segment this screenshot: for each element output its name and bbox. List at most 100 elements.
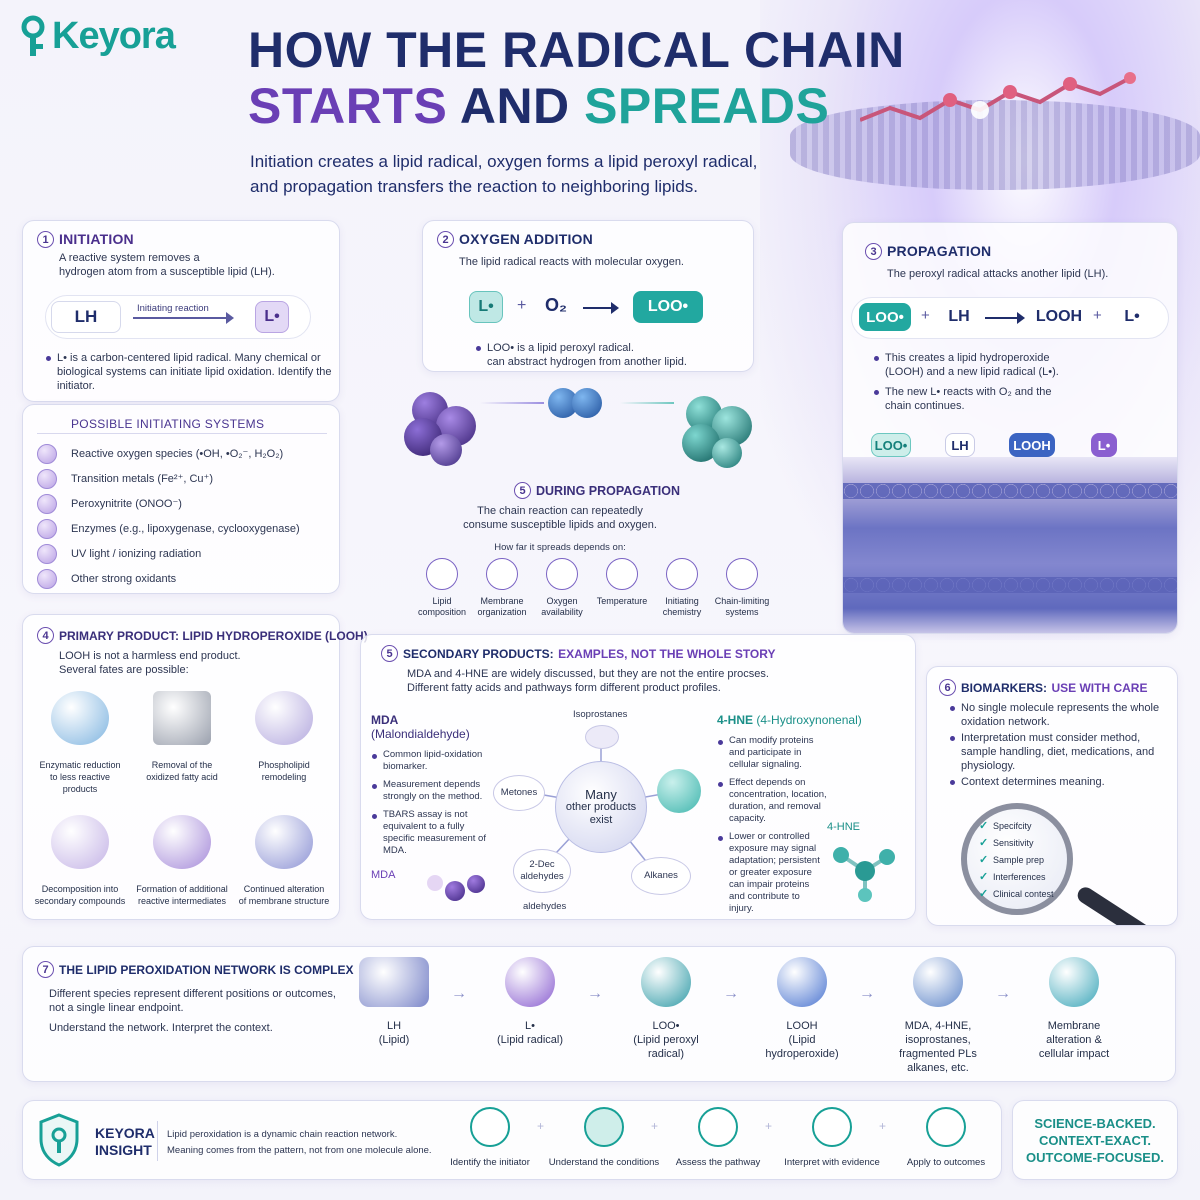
flow-arrow-icon: → <box>451 985 467 1002</box>
arrow-to-oxygen <box>480 402 544 404</box>
membrane-bilayer-illustration <box>843 457 1177 633</box>
uv-light-icon <box>37 543 57 564</box>
tagline-box: SCIENCE-BACKED. CONTEXT-EXACT. OUTCOME-F… <box>1012 1100 1178 1180</box>
insight-step: Interpret with evidence <box>775 1107 889 1168</box>
step-number: 1 <box>37 231 54 249</box>
l-radical-chip: L• <box>255 301 289 333</box>
target-icon <box>470 1107 510 1147</box>
membrane-tag-l: L• <box>1091 433 1117 457</box>
insight-bar: KEYORA INSIGHT Lipid peroxidation is a d… <box>22 1100 1002 1180</box>
lh-chip: LH <box>51 301 121 333</box>
initiating-system-item: Peroxynitrite (ONOO⁻) <box>37 491 337 516</box>
insight-step: Understand the conditions <box>547 1107 661 1168</box>
title-line-1: HOW THE RADICAL CHAIN <box>248 22 905 78</box>
flow-arrow-icon: → <box>723 985 739 1002</box>
mda-panel: MDA (Malondialdehyde) Common lipid-oxida… <box>371 713 491 881</box>
checkmark-icon: ✓ <box>979 854 989 866</box>
checkmark-icon: ✓ <box>979 837 989 849</box>
checklist-item: ✓Specifcity <box>979 820 1032 832</box>
hne-molecule-illustration <box>831 835 901 905</box>
decomposition-molecule-icon <box>51 815 109 869</box>
insight-steps: Identify the initiator +Understand the co… <box>433 1105 1003 1179</box>
biomarker-checklist: ✓Specifcity✓Sensitivity✓Sample prep✓Inte… <box>979 817 1071 902</box>
mda-molecule-label: MDA <box>371 869 396 881</box>
insight-step: Apply to outcomes <box>889 1107 1003 1168</box>
initiating-system-item: Transition metals (Fe²⁺, Cu⁺) <box>37 466 337 491</box>
lipid-radical-molecule-icon <box>505 957 555 1007</box>
key-logo-icon <box>21 15 45 56</box>
metal-ion-icon <box>37 468 57 489</box>
alkanes-node: Alkanes <box>631 857 691 895</box>
membrane-tag-lh: LH <box>945 433 975 457</box>
magnifying-glass-icon: ✓Specifcity✓Sensitivity✓Sample prep✓Inte… <box>961 803 1167 925</box>
secondary-products-icon <box>913 957 963 1007</box>
oxygen-addition-title: OXYGEN ADDITION <box>459 231 593 247</box>
membrane-lipid-icon <box>359 957 429 1007</box>
hne-panel: 4-HNE (4-Hydroxynonenal) Can modify prot… <box>717 713 862 914</box>
plus-separator-icon: + <box>651 1119 659 1133</box>
membrane-illustration-top <box>790 100 1200 190</box>
purple-molecule-cluster <box>382 376 502 476</box>
title-line-2: STARTS AND SPREADS <box>248 78 830 134</box>
initiating-systems-title: POSSIBLE INITIATING SYSTEMS <box>71 417 265 431</box>
molecule-icon <box>426 558 458 590</box>
shield-logo-icon <box>37 1113 81 1167</box>
initiating-systems-card: POSSIBLE INITIATING SYSTEMS Reactive oxy… <box>22 404 340 594</box>
sliders-icon <box>584 1107 624 1147</box>
intermediate-molecule-icon <box>153 815 211 869</box>
network-nodes-icon <box>698 1107 738 1147</box>
initiation-title: INITIATION <box>59 231 134 247</box>
center-products-node: Many other products exist <box>555 761 647 853</box>
page-title: HOW THE RADICAL CHAIN STARTS AND SPREADS <box>248 22 905 134</box>
hydroperoxide-molecule-icon <box>777 957 827 1007</box>
flow-arrow-icon: → <box>995 985 1011 1002</box>
primary-title: PRIMARY PRODUCT: LIPID HYDROPEROXIDE (LO… <box>59 629 368 643</box>
l-radical-chip: L• <box>1124 308 1140 325</box>
insight-step: Identify the initiator <box>433 1107 547 1168</box>
lipid-chain-illustration <box>859 70 1160 130</box>
teal-molecule-cluster <box>660 380 780 480</box>
oxygen-species-icon <box>37 443 57 464</box>
factor-item: Temperature <box>592 558 652 607</box>
flow-arrow-icon: → <box>859 985 875 1002</box>
page-subtitle: Initiation creates a lipid radical, oxyg… <box>250 152 758 196</box>
during-title: DURING PROPAGATION <box>536 484 680 498</box>
decaldehyde-node: 2-Dec aldehydes <box>513 849 571 893</box>
trash-can-icon <box>153 691 211 745</box>
checkmark-icon: ✓ <box>979 871 989 883</box>
enzyme-molecule-icon <box>51 691 109 745</box>
hne-molecule-label: 4-HNE <box>827 821 861 833</box>
initiating-reaction-label: Initiating reaction <box>137 303 209 314</box>
logo-text: Keyora <box>52 14 176 57</box>
flask-icon <box>666 558 698 590</box>
checkmark-icon: ✓ <box>979 888 989 900</box>
looh-chip: LOOH <box>1035 308 1083 325</box>
membrane-icon <box>486 558 518 590</box>
keyora-logo[interactable]: Keyora <box>20 14 176 58</box>
people-icon <box>926 1107 966 1147</box>
checklist-item: ✓Clinical contest <box>979 888 1054 900</box>
flow-arrow-icon: → <box>587 985 603 1002</box>
network-step: L•(Lipid radical) <box>475 957 585 1047</box>
o2-label: O₂ <box>545 295 567 315</box>
